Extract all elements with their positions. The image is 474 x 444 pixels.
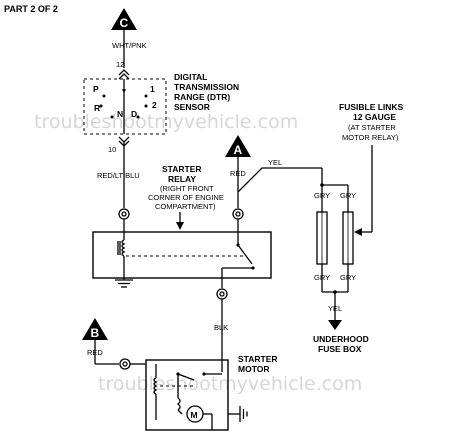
dtr-label-line4: SENSOR <box>174 102 210 112</box>
connector-b: B <box>82 318 108 340</box>
dtr-label-line2: TRANSMISSION <box>174 82 239 92</box>
wire-label-red-b: RED <box>87 348 103 357</box>
starter-motor-box <box>145 359 229 431</box>
dtr-label-line3: RANGE (DTR) <box>174 92 230 102</box>
pin-10-label: 10 <box>108 145 116 154</box>
relay-coil <box>117 232 126 268</box>
fusible-label-line4: MOTOR RELAY) <box>342 133 399 142</box>
fusible-label-line1: FUSIBLE LINKS <box>339 102 404 112</box>
starter-solenoid-terminal <box>119 358 131 370</box>
dtr-sensor-box <box>83 78 167 135</box>
fusible-link-right <box>342 211 354 265</box>
watermark-top: troubleshootmyvehicle.com <box>34 111 298 133</box>
relay-label-line5: COMPARTMENT) <box>155 202 216 211</box>
starter-solenoid <box>153 364 222 420</box>
relay-label-line3: (RIGHT FRONT <box>160 184 214 193</box>
fuse-box-label-line2: FUSE BOX <box>318 344 362 354</box>
position-2: 2 <box>152 100 157 110</box>
relay-ground-icon <box>115 279 133 288</box>
position-p: P <box>93 84 99 94</box>
position-d: D <box>131 109 137 119</box>
watermark-bottom: troubleshootmyvehicle.com <box>98 373 362 395</box>
motor-ground-icon <box>239 406 248 422</box>
connector-a-label: A <box>234 143 243 157</box>
fusible-link-left <box>316 211 328 265</box>
motor-armature: M <box>176 397 213 430</box>
fusible-label-line2: 12 GAUGE <box>353 112 396 122</box>
dtr-label-line1: DIGITAL <box>174 72 207 82</box>
page-header: PART 2 OF 2 <box>4 4 58 14</box>
relay-terminal-right <box>232 208 244 220</box>
starter-motor-label-line1: STARTER <box>238 354 278 364</box>
wire-label-gry-3: GRY <box>314 273 330 282</box>
relay-label-line2: RELAY <box>168 174 196 184</box>
motor-symbol: M <box>191 410 198 420</box>
wire-label-red-a: RED <box>230 169 246 178</box>
wire-label-gry-2: GRY <box>340 191 356 200</box>
relay-label-line4: CORNER OF ENGINE <box>148 193 224 202</box>
relay-label-line1: STARTER <box>162 164 202 174</box>
wire-label-red-lt-blu: RED/LT BLU <box>97 171 140 180</box>
relay-output-terminal <box>216 288 228 300</box>
connector-b-label: B <box>91 326 100 340</box>
pin-12-connector <box>118 69 130 76</box>
relay-contact <box>237 244 253 265</box>
wire-label-yel-bottom: YEL <box>328 304 342 313</box>
connector-c: C <box>111 8 137 30</box>
dtr-positions: P R N D 2 1 <box>93 84 157 119</box>
starter-motor-label-line2: MOTOR <box>238 364 269 374</box>
wire-label-gry-1: GRY <box>314 191 330 200</box>
connector-a: A <box>225 135 251 157</box>
pin-10-connector <box>118 136 130 143</box>
pin-12-label: 12 <box>116 60 124 69</box>
position-1: 1 <box>150 84 155 94</box>
wire-label-gry-4: GRY <box>340 273 356 282</box>
wire-label-wht-pnk: WHT/PNK <box>112 41 147 50</box>
connector-c-label: C <box>120 16 129 30</box>
fusible-label-line3: (AT STARTER <box>348 123 396 132</box>
fuse-box-label-line1: UNDERHOOD <box>313 334 369 344</box>
fuse-box-arrow <box>328 320 342 330</box>
position-r: R <box>94 103 100 113</box>
relay-terminal-left <box>118 208 130 220</box>
wire-yel-top <box>237 167 322 193</box>
wire-label-yel-top: YEL <box>268 158 282 167</box>
starter-relay-box <box>92 231 272 279</box>
position-n: N <box>117 109 123 119</box>
wire-label-blk: BLK <box>214 323 228 332</box>
